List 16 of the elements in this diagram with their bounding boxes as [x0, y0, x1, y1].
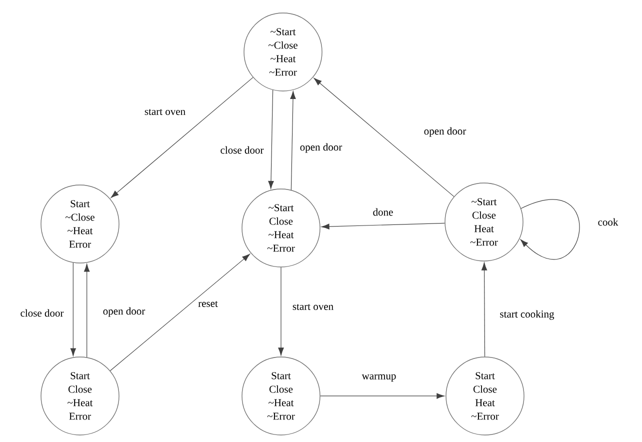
arrow — [321, 222, 445, 230]
arrow — [110, 77, 254, 198]
arrow — [481, 262, 488, 357]
arrow — [84, 264, 90, 358]
edge-label: open door — [422, 126, 468, 138]
arrow — [110, 254, 250, 372]
edge-label: open door — [101, 306, 147, 318]
edge-label: start cooking — [498, 308, 556, 322]
arrow — [268, 90, 274, 189]
arrow — [70, 262, 76, 356]
arrow — [320, 393, 445, 399]
edge-label: open door — [298, 142, 344, 154]
arrow — [278, 267, 284, 356]
arrow — [520, 199, 580, 260]
arrow — [290, 91, 296, 190]
arrow — [314, 78, 454, 197]
